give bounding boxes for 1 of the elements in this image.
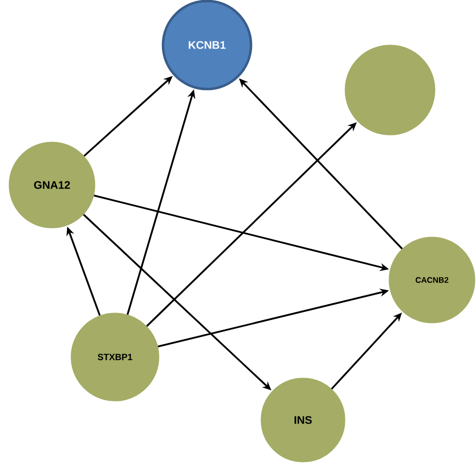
- gene-circle: [344, 44, 436, 136]
